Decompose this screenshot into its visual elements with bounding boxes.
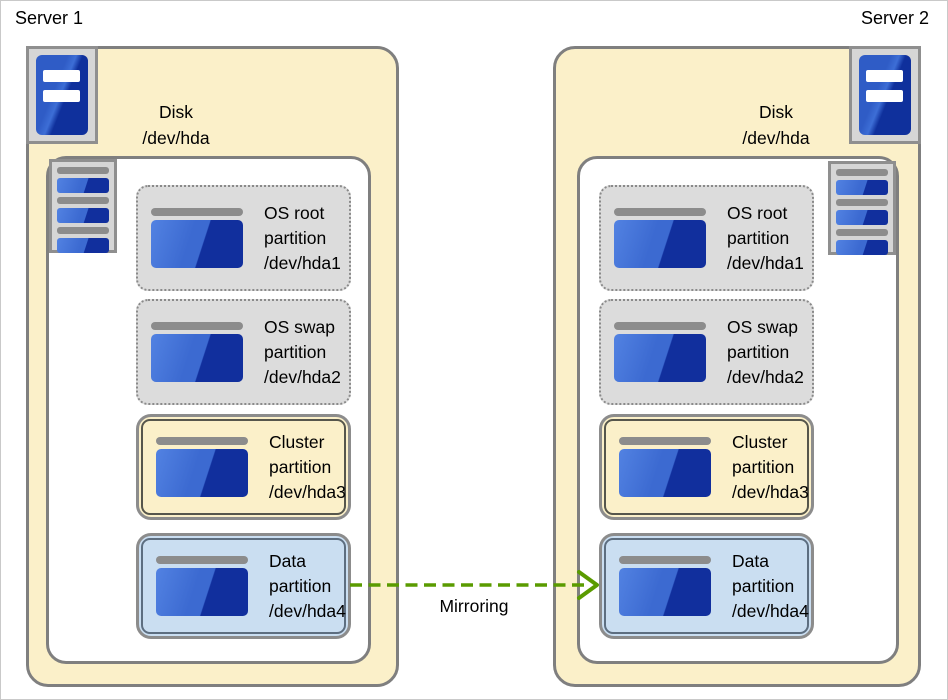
partition-text: OS swap partition /dev/hda2 (264, 316, 341, 387)
tower-slot-icon (43, 90, 80, 102)
partition-cluster: Cluster partition /dev/hda3 (136, 414, 351, 520)
partition-icon (151, 208, 243, 268)
partition-os-root: OS root partition /dev/hda1 (599, 185, 814, 291)
partition-text: Data partition /dev/hda4 (732, 550, 809, 621)
tower-glyph (859, 55, 911, 135)
disk-box: OS root partition /dev/hda1 OS swap part… (577, 156, 899, 664)
disk-label-line2: /dev/hda (142, 128, 210, 148)
partition-text: Cluster partition /dev/hda3 (732, 431, 809, 502)
disk-label-line1: Disk (758, 102, 794, 122)
disk-label-line2: /dev/hda (742, 128, 810, 148)
disk-box: OS root partition /dev/hda1 OS swap part… (46, 156, 371, 664)
partition-icon (614, 322, 706, 382)
partition-text: Data partition /dev/hda4 (269, 550, 346, 621)
disk-bar-icon (57, 178, 109, 193)
disk-bar-icon (836, 180, 888, 195)
partition-icon (619, 437, 711, 497)
partition-icon (151, 322, 243, 382)
disk-label: Disk /dev/hda (661, 99, 891, 151)
partition-os-swap: OS swap partition /dev/hda2 (599, 299, 814, 405)
tower-slot-icon (866, 70, 903, 82)
partition-text: Cluster partition /dev/hda3 (269, 431, 346, 502)
partition-text: OS root partition /dev/hda1 (264, 202, 341, 273)
partition-text: OS root partition /dev/hda1 (727, 202, 804, 273)
disk-label-line1: Disk (158, 102, 194, 122)
partition-text: OS swap partition /dev/hda2 (727, 316, 804, 387)
partition-data: Data partition /dev/hda4 (136, 533, 351, 639)
partition-icon (619, 556, 711, 616)
disk-bar-icon (57, 197, 109, 204)
disk-bar-icon (836, 240, 888, 255)
partition-icon (156, 437, 248, 497)
server2-box: Disk /dev/hda OS root partition /dev/hda… (553, 46, 921, 687)
tower-slot-icon (43, 70, 80, 82)
disk-bar-icon (836, 169, 888, 176)
server1-label: Server 1 (15, 8, 84, 28)
tower-glyph (36, 55, 88, 135)
tower-slot-icon (866, 90, 903, 102)
server1-box: Disk /dev/hda OS root partition /dev/hda… (26, 46, 399, 687)
disk-bar-icon (57, 238, 109, 253)
partition-cluster: Cluster partition /dev/hda3 (599, 414, 814, 520)
server-tower-icon (849, 46, 921, 144)
disk-label: Disk /dev/hda (61, 99, 291, 151)
server2-label: Server 2 (860, 8, 929, 28)
disk-stack-icon (828, 161, 896, 255)
disk-bar-icon (57, 208, 109, 223)
disk-bar-icon (836, 210, 888, 225)
disk-bar-icon (836, 229, 888, 236)
partition-icon (614, 208, 706, 268)
disk-bar-icon (836, 199, 888, 206)
partition-os-swap: OS swap partition /dev/hda2 (136, 299, 351, 405)
partition-icon (156, 556, 248, 616)
server-tower-icon (26, 46, 98, 144)
disk-bar-icon (57, 167, 109, 174)
disk-stack-icon (49, 159, 117, 253)
disk-bar-icon (57, 227, 109, 234)
mirroring-label: Mirroring (439, 596, 509, 616)
partition-data: Data partition /dev/hda4 (599, 533, 814, 639)
partition-os-root: OS root partition /dev/hda1 (136, 185, 351, 291)
